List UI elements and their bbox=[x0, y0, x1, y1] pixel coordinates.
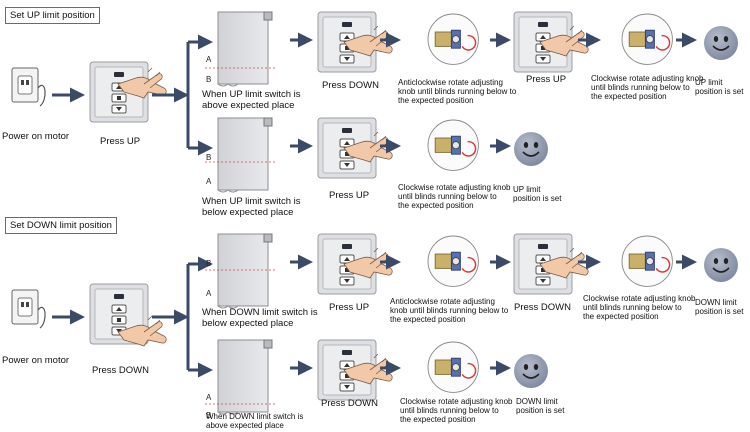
down-case2-condition: When DOWN limit switch is above expected… bbox=[206, 412, 304, 430]
down-case2-motor-knob-icon bbox=[427, 341, 480, 394]
up-case1-adjust: Anticlockwise rotate adjusting knob unti… bbox=[398, 78, 517, 105]
down-case1-marker-1: B bbox=[206, 259, 211, 268]
up-case2-blind-icon bbox=[217, 117, 273, 193]
down-press-label: Press DOWN bbox=[92, 365, 149, 376]
down-case1-motor-knob-icon bbox=[427, 235, 480, 288]
down-case2-adjust: Clockwise rotate adjusting knob until bl… bbox=[400, 397, 513, 424]
up-power-cord bbox=[37, 85, 46, 107]
up-section-header: Set UP limit position bbox=[5, 7, 100, 24]
up-case1-adjust2: Clockwise rotate adjusting knob until bl… bbox=[591, 74, 704, 101]
down-case1-adjust: Anticlockwise rotate adjusting knob unti… bbox=[390, 297, 509, 324]
down-case2-marker-1: A bbox=[206, 393, 212, 402]
up-case1-press2: Press UP bbox=[526, 74, 567, 85]
up-case2-motor-knob-icon bbox=[427, 119, 480, 172]
up-case2-condition: When UP limit switch is below expected p… bbox=[202, 196, 301, 218]
up-case1-motor-knob-icon-2 bbox=[621, 13, 674, 66]
up-case1-result: UP limit position is set bbox=[695, 78, 744, 96]
down-power-label: Power on motor bbox=[2, 355, 70, 366]
up-case2-marker-1: B bbox=[206, 153, 211, 162]
up-case2-marker-2: A bbox=[206, 177, 212, 186]
up-case1-marker-2: B bbox=[206, 75, 211, 84]
up-power-label: Power on motor bbox=[2, 131, 70, 142]
up-case2-result: UP limit position is set bbox=[513, 185, 562, 203]
down-case1-result: DOWN limit position is set bbox=[695, 298, 744, 316]
up-wall-outlet-icon bbox=[11, 67, 39, 103]
up-case1-press: Press DOWN bbox=[322, 80, 379, 91]
down-case2-press: Press DOWN bbox=[321, 398, 378, 409]
down-case2-smiley-icon bbox=[513, 353, 549, 389]
up-case1-condition: When UP limit switch is above expected p… bbox=[202, 89, 301, 111]
down-case1-marker-2: A bbox=[206, 289, 212, 298]
down-case2-result: DOWN limit position is set bbox=[516, 397, 565, 415]
down-case1-smiley-icon bbox=[703, 247, 739, 283]
down-power-cord bbox=[37, 307, 46, 329]
down-case2-marker-2: B bbox=[206, 411, 211, 420]
up-case1-blind-icon bbox=[217, 11, 273, 87]
up-case2-adjust: Clockwise rotate adjusting knob until bl… bbox=[398, 183, 511, 210]
up-case1-marker-1: A bbox=[206, 55, 212, 64]
down-case2-blind-icon bbox=[217, 339, 273, 415]
down-case1-press: Press UP bbox=[329, 302, 370, 313]
down-wall-outlet-icon bbox=[11, 289, 39, 325]
up-press-label: Press UP bbox=[100, 136, 141, 147]
up-case2-press: Press UP bbox=[329, 190, 370, 201]
up-case2-smiley-icon bbox=[513, 131, 549, 167]
down-case1-blind-icon bbox=[217, 233, 273, 309]
down-case1-condition: When DOWN limit switch is below expected… bbox=[202, 307, 318, 329]
up-case1-smiley-icon bbox=[703, 25, 739, 61]
down-case1-press2: Press DOWN bbox=[514, 302, 571, 313]
down-case1-adjust2: Clockwise rotate adjusting knob until bl… bbox=[583, 294, 696, 321]
up-case1-motor-knob-icon bbox=[427, 13, 480, 66]
down-section-header: Set DOWN limit position bbox=[5, 217, 117, 234]
down-case1-motor-knob-icon-2 bbox=[621, 235, 674, 288]
